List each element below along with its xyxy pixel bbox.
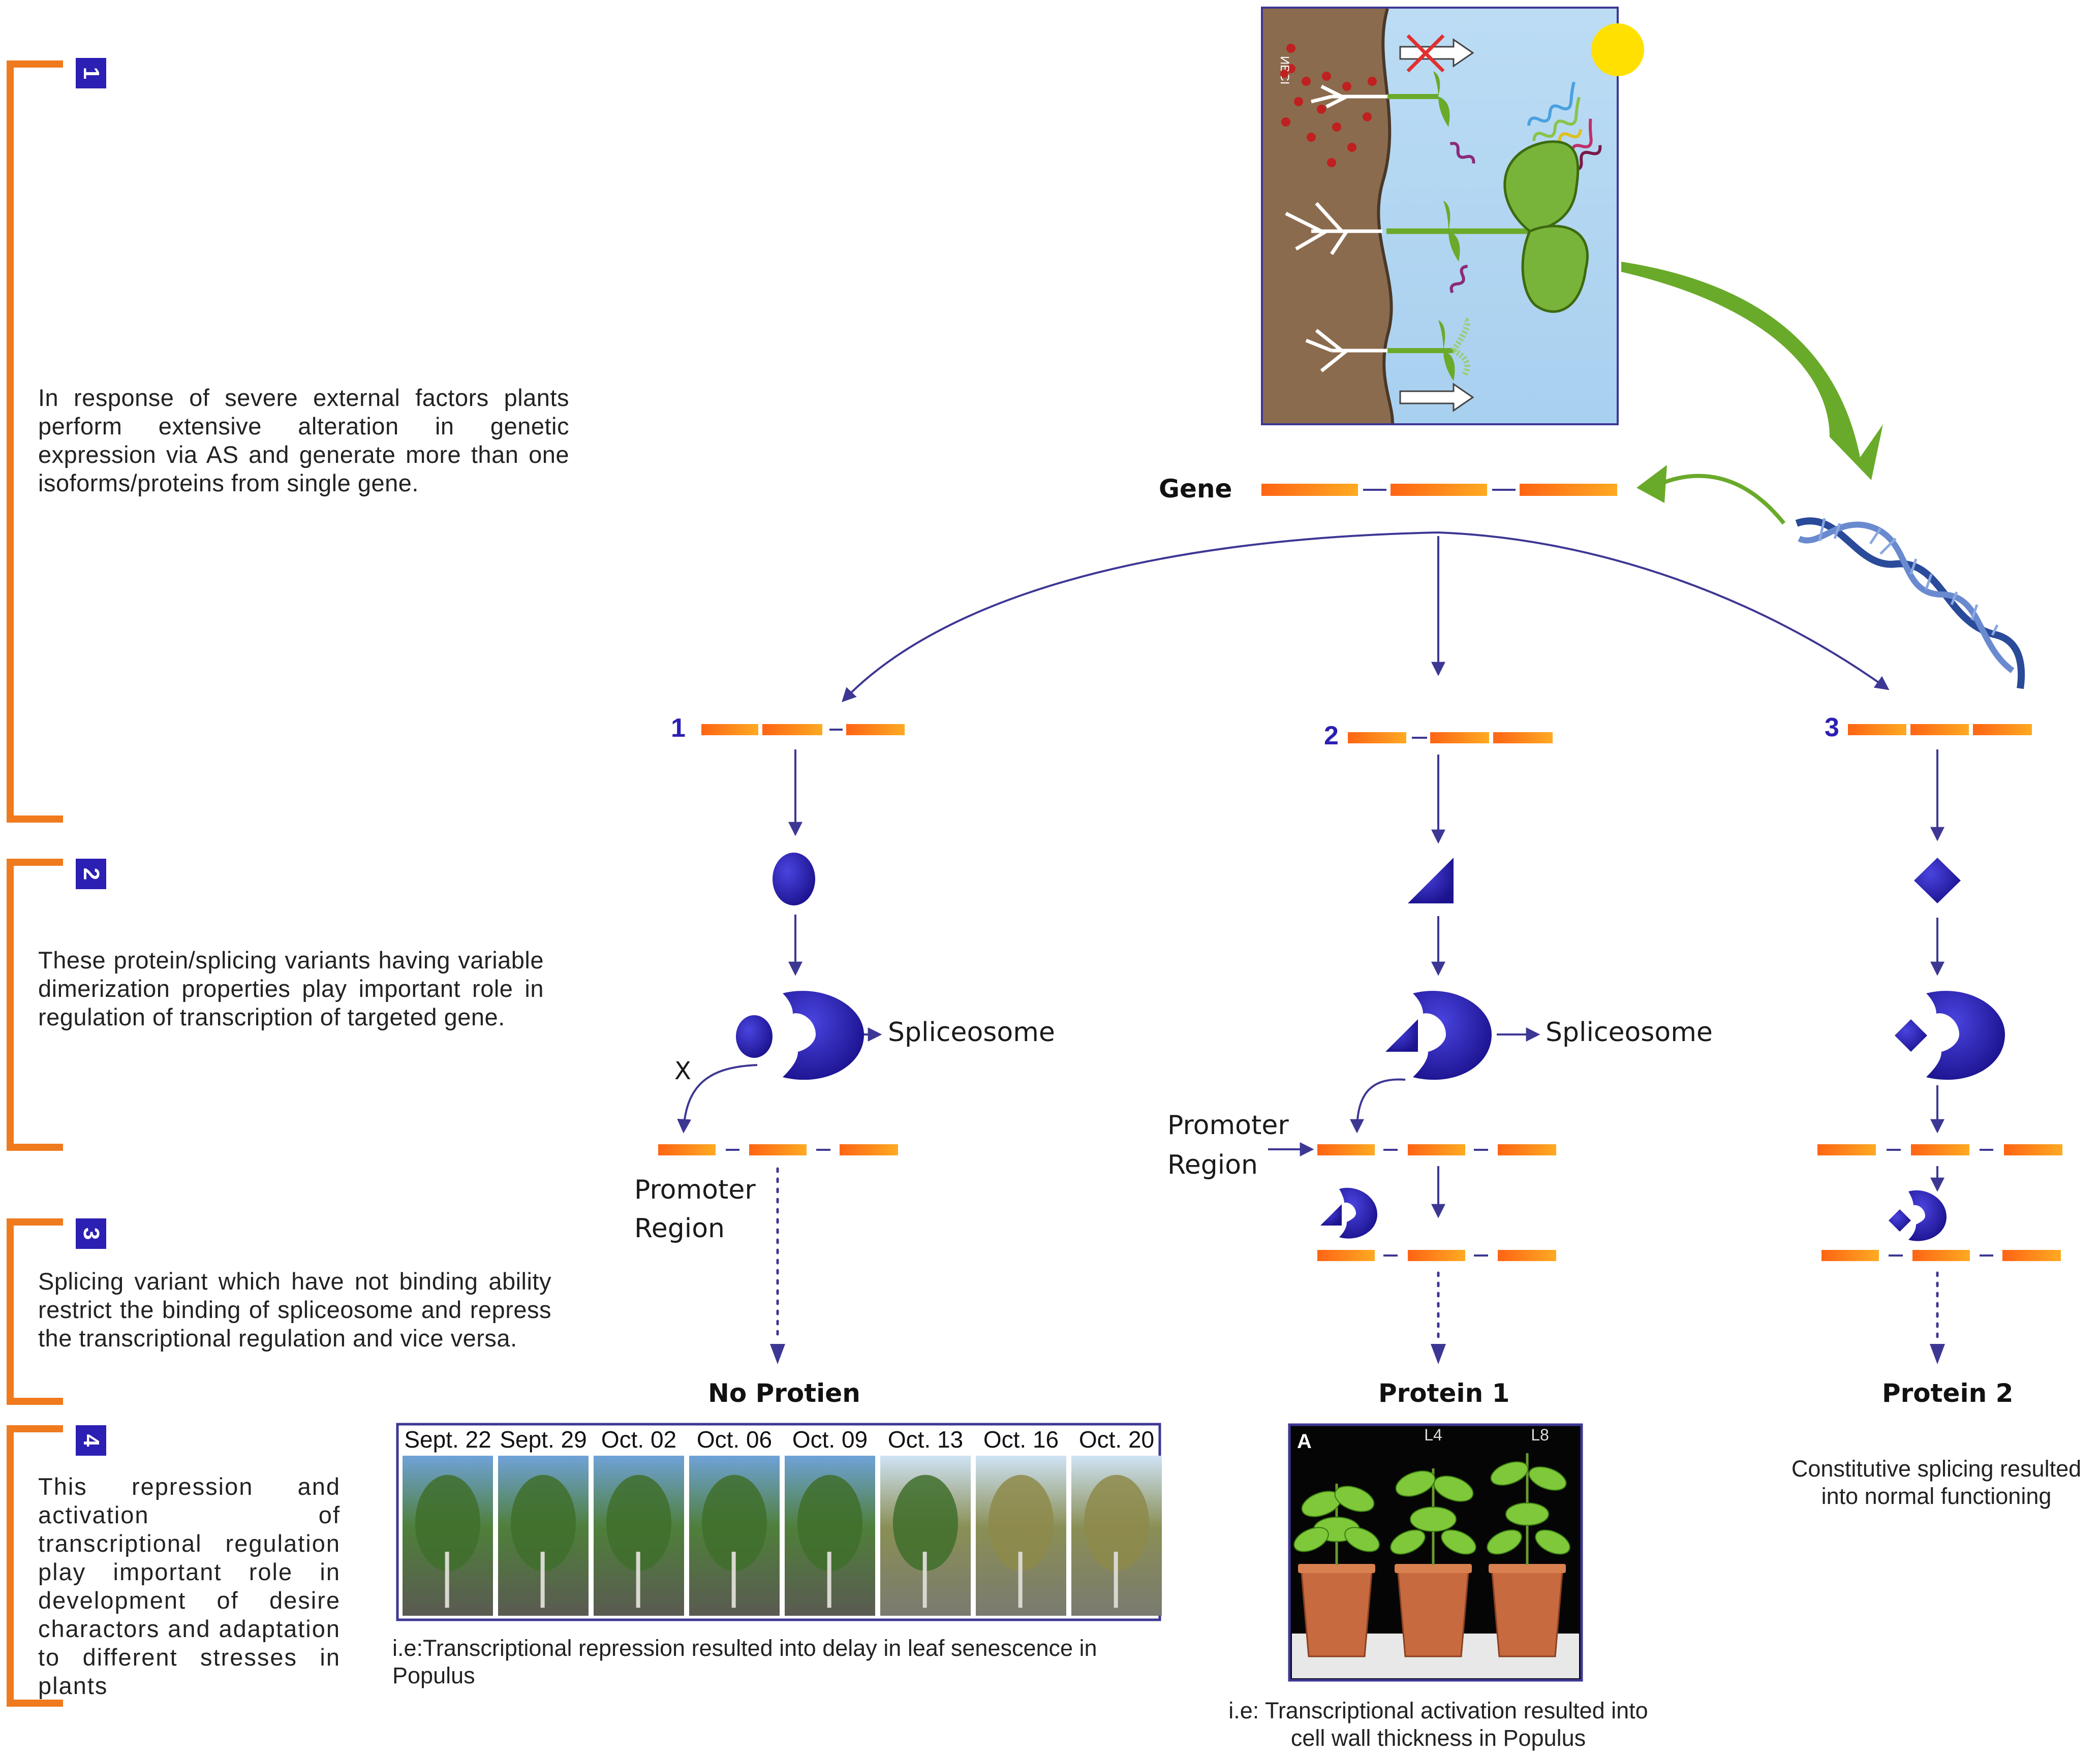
tree-trunk <box>922 1552 927 1608</box>
date-label: Oct. 16 <box>983 1426 1059 1453</box>
spliceosome-label-1: Spliceosome <box>888 1017 1055 1048</box>
gene-exons <box>1261 484 1617 496</box>
date-label: Sept. 29 <box>500 1426 587 1453</box>
promoter-label-1-line2: Region <box>634 1213 725 1244</box>
spliceosome-icon-1 <box>736 991 864 1080</box>
outcome-middle: Protein 1 <box>1378 1378 1510 1408</box>
target-gene-1 <box>658 1144 898 1155</box>
tree-crown <box>606 1474 672 1571</box>
tree-crown <box>1084 1474 1150 1571</box>
tree-crown <box>415 1474 481 1571</box>
step-text-3: Splicing variant which have not binding … <box>38 1268 551 1352</box>
isoform-2-exons <box>1348 732 1553 743</box>
promoter-label-2-line2: Region <box>1167 1150 1258 1180</box>
tree-trunk <box>827 1552 831 1608</box>
date-label: Oct. 02 <box>601 1426 677 1453</box>
outcome-right: Protein 2 <box>1882 1378 2014 1408</box>
bracket-3 <box>7 1218 63 1405</box>
tree-trunk <box>636 1552 640 1608</box>
isoform-number-2: 2 <box>1324 721 1339 750</box>
step-text-4: This repression and activation of transc… <box>38 1473 341 1699</box>
date-label: Oct. 20 <box>1078 1426 1155 1453</box>
step-badge-3: 3 <box>76 1218 106 1249</box>
tree-trunk <box>731 1552 736 1608</box>
isoform-number-3: 3 <box>1825 713 1839 742</box>
target-gene-3b <box>1821 1250 2061 1261</box>
bracket-4 <box>7 1425 63 1707</box>
step-badge-4: 4 <box>76 1425 106 1456</box>
protein-variant-2-icon <box>1408 858 1454 903</box>
date-label: Oct. 13 <box>887 1426 964 1453</box>
protein-variant-3-icon <box>1914 858 1961 903</box>
caption-middle: i.e: Transcriptional activation resulted… <box>1228 1698 1648 1751</box>
spliceosome-icon-3 <box>1895 991 2005 1080</box>
isoform-1-exons <box>701 724 905 735</box>
step-badge-2: 2 <box>76 859 106 889</box>
gene-label: Gene <box>1159 474 1232 504</box>
plant-stress-illustration: ИВСІ <box>1261 7 1644 425</box>
target-gene-2b <box>1317 1250 1556 1261</box>
pathway-arrows <box>677 749 1944 1218</box>
outcome-left: No Protien <box>708 1378 860 1408</box>
poplar-senescence-photo-strip <box>396 1423 1162 1621</box>
tree-crown <box>797 1474 863 1571</box>
isoform-number-1: 1 <box>671 713 686 743</box>
photo-label-l8: L8 <box>1531 1426 1549 1444</box>
dna-to-gene-arrow <box>1656 474 1786 525</box>
photo-panel-label: A <box>1297 1430 1312 1453</box>
bracket-1 <box>7 60 63 823</box>
bound-complex-3 <box>1889 1190 1947 1241</box>
target-gene-3a <box>1817 1144 2062 1155</box>
isoform-3-exons <box>1848 724 2032 735</box>
tree-crown <box>988 1474 1054 1571</box>
date-label: Oct. 09 <box>792 1426 868 1453</box>
photo-label-l4: L4 <box>1424 1426 1442 1444</box>
date-label: Sept. 22 <box>404 1426 491 1453</box>
tree-trunk <box>445 1552 449 1608</box>
date-label: Oct. 06 <box>696 1426 773 1453</box>
gene-branch-arrows <box>842 531 1890 703</box>
tree-trunk <box>1018 1552 1023 1608</box>
step-brackets <box>7 60 63 1707</box>
dotted-arrows <box>776 1167 1939 1343</box>
dna-helix-icon <box>1795 517 2025 689</box>
promoter-label-2-line1: Promoter <box>1167 1110 1289 1141</box>
block-mark-x: X <box>674 1057 691 1085</box>
tree-trunk <box>1114 1552 1118 1608</box>
spliceosome-icon-2 <box>1385 991 1492 1080</box>
tree-crown <box>510 1474 576 1571</box>
target-gene-2a <box>1317 1144 1556 1155</box>
bound-complex-2 <box>1320 1187 1377 1239</box>
promoter-label-1-line1: Promoter <box>634 1175 756 1205</box>
potted-plants-photo: A L4 L8 <box>1288 1423 1583 1682</box>
bracket-2 <box>7 859 63 1151</box>
green-curved-arrow <box>1621 262 1883 480</box>
step-text-2: These protein/splicing variants having v… <box>38 947 544 1030</box>
protein-variant-1-icon <box>773 853 815 905</box>
tree-trunk <box>540 1552 545 1608</box>
step-text-1: In response of severe external factors p… <box>38 384 569 496</box>
caption-right: Constitutive splicing resulted into norm… <box>1791 1456 2082 1509</box>
caption-left: i.e:Transcriptional repression resulted … <box>392 1635 1097 1688</box>
step-badge-1: 1 <box>76 58 106 88</box>
tree-crown <box>701 1474 767 1571</box>
spliceosome-label-2: Spliceosome <box>1546 1017 1713 1048</box>
tree-crown <box>892 1474 959 1571</box>
